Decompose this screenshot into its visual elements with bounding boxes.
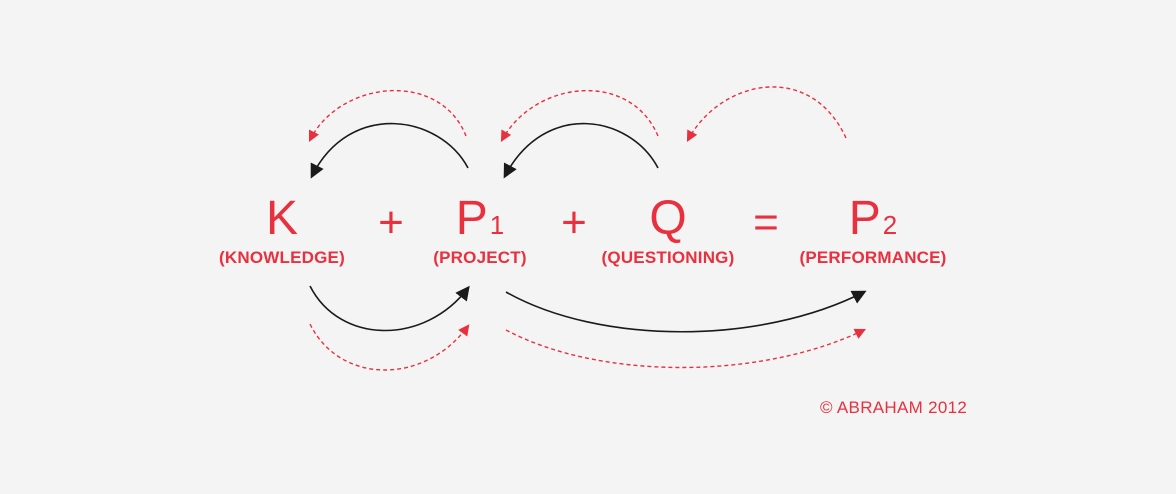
plus-operator-2: + — [561, 198, 587, 247]
dashed-arrow-p2-to-q — [686, 86, 847, 142]
term-project-symbol: P1 — [455, 192, 505, 245]
arrow-k-to-p1 — [309, 285, 470, 332]
term-performance-label: (PERFORMANCE) — [799, 248, 947, 267]
term-knowledge-label: (KNOWLEDGE) — [219, 248, 345, 267]
term-performance-symbol: P2 — [848, 192, 898, 245]
term-project-label: (PROJECT) — [433, 248, 527, 267]
term-performance-subscript: 2 — [882, 210, 898, 240]
arrow-q-to-p1 — [503, 122, 659, 179]
arrow-p1-to-p2 — [505, 290, 867, 333]
dashed-arrow-k-to-p1 — [309, 323, 470, 371]
term-performance: P2 (PERFORMANCE) — [780, 194, 966, 268]
equals-operator: = — [753, 198, 779, 247]
term-questioning: Q (QUESTIONING) — [582, 194, 754, 268]
copyright-notice: © ABRAHAM 2012 — [820, 398, 968, 417]
arrow-p1-to-k — [310, 122, 469, 179]
term-knowledge-symbol: K — [265, 192, 298, 245]
term-knowledge: K (KNOWLEDGE) — [200, 194, 364, 268]
dashed-arrow-p1-to-k — [308, 90, 467, 143]
term-questioning-symbol: Q — [649, 192, 687, 245]
dashed-arrow-p1-to-p2 — [505, 328, 867, 369]
term-project: P1 (PROJECT) — [418, 194, 542, 268]
plus-operator-1: + — [378, 198, 404, 247]
dashed-arrow-q-to-p1 — [500, 90, 659, 142]
term-questioning-label: (QUESTIONING) — [601, 248, 735, 267]
term-project-subscript: 1 — [489, 210, 505, 240]
